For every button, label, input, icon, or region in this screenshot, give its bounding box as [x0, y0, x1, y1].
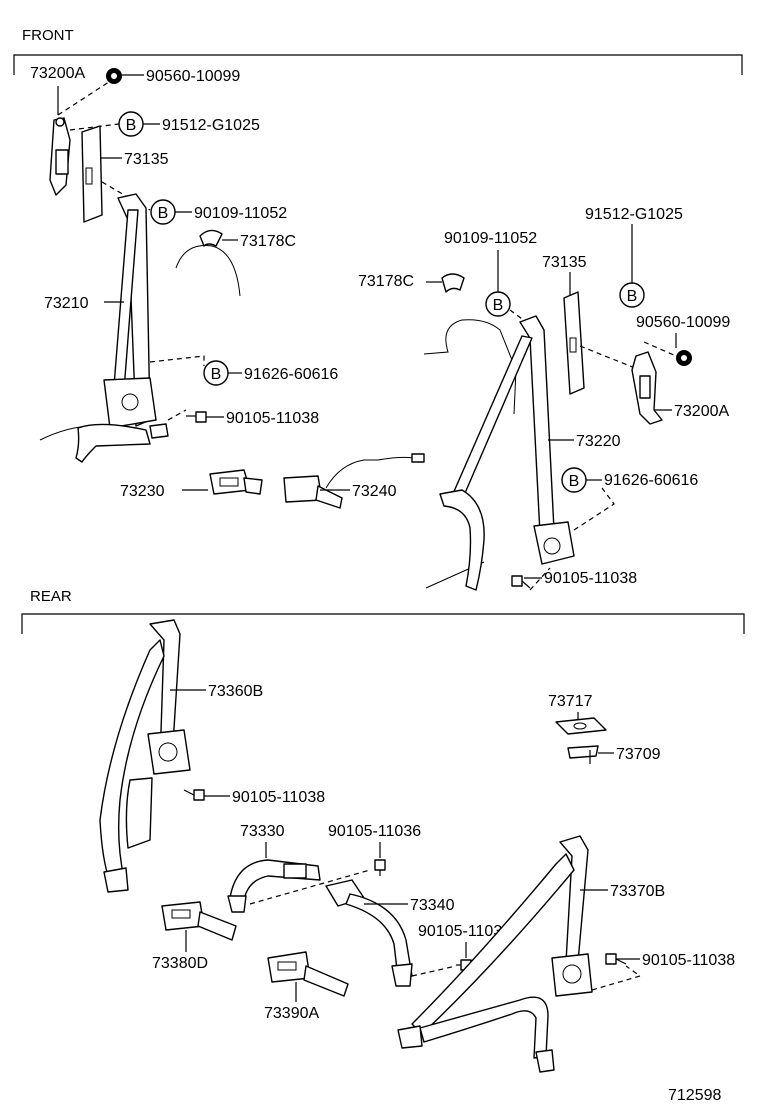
- label-90109-left: 90109-11052: [194, 205, 287, 222]
- dash-b6: [573, 487, 615, 531]
- label-73200A-left: 73200A: [30, 65, 85, 82]
- dash-nut-right: [643, 341, 677, 357]
- part-73370B-belt: [397, 835, 593, 1073]
- label-73390A: 73390A: [264, 1005, 319, 1022]
- cover-hole: [573, 722, 587, 730]
- part-90105-bolt-right: [511, 575, 531, 589]
- dash-b3: [149, 355, 205, 366]
- label-90560-right: 90560-10099: [636, 314, 730, 331]
- b-marker-5: [485, 291, 511, 317]
- part-73230-tongue: [209, 469, 263, 495]
- label-73717: 73717: [548, 693, 593, 710]
- part-73709-bracket: [567, 745, 599, 764]
- label-73135-left: 73135: [124, 151, 169, 168]
- b-marker-4: [619, 282, 645, 308]
- rear-section: REAR 73360B 90105-11038 73330 90105-11: [21, 588, 745, 1104]
- part-73135-right: [563, 291, 585, 395]
- cover-slot-right: [569, 337, 577, 353]
- part-90560-nut-left: [106, 68, 122, 84]
- part-90105-bolt-rear-a: [183, 789, 205, 801]
- dash-bolt-rear-b: [249, 869, 371, 905]
- seat-outline-left-top: [175, 244, 241, 297]
- label-73240: 73240: [352, 483, 397, 500]
- label-91626-left: 91626-60616: [244, 366, 338, 383]
- part-73200A-left: [49, 117, 71, 196]
- part-73717-cover: [555, 717, 607, 735]
- label-90105-11038-a: 90105-11038: [232, 789, 325, 806]
- rear-section-title: REAR: [30, 588, 72, 605]
- label-73230: 73230: [120, 483, 165, 500]
- dash-bolt-rear-d: [591, 965, 642, 991]
- label-73380D: 73380D: [152, 955, 208, 972]
- label-90560-left: 90560-10099: [146, 68, 240, 85]
- dash-b5: [509, 309, 527, 323]
- label-90105-11036-a: 90105-11036: [328, 823, 421, 840]
- part-73178C-right: [441, 273, 465, 293]
- part-90105-bolt-rear-b: [374, 859, 386, 876]
- part-73210-belt: [75, 193, 169, 463]
- label-90105-11036-b: 90105-11036: [418, 923, 511, 940]
- b-marker-1-text: B: [126, 117, 137, 134]
- part-73178C-left: [199, 229, 223, 247]
- label-73709: 73709: [616, 746, 661, 763]
- part-73240-buckle: [283, 453, 425, 509]
- label-73340: 73340: [410, 897, 455, 914]
- label-73220: 73220: [576, 433, 621, 450]
- label-90105-11038-b: 90105-11038: [642, 952, 735, 969]
- part-73360B-belt: [99, 619, 191, 893]
- label-91512-right: 91512-G1025: [585, 206, 683, 223]
- part-73340-belt: [325, 879, 413, 987]
- part-73380D-buckle: [161, 901, 237, 941]
- b-marker-6-text: B: [569, 473, 580, 490]
- label-73210: 73210: [44, 295, 89, 312]
- part-73330-belt: [227, 859, 321, 913]
- label-91512-left: 91512-G1025: [162, 117, 260, 134]
- part-90560-nut-right: [676, 350, 692, 366]
- label-73200A-right: 73200A: [674, 403, 729, 420]
- rear-section-bracket: [21, 613, 745, 634]
- part-73390A-buckle: [267, 951, 349, 997]
- seat-outline-right-top: [423, 319, 517, 415]
- label-73360B: 73360B: [208, 683, 263, 700]
- b-marker-5-text: B: [493, 297, 504, 314]
- leader-73200A-to-nut: [57, 79, 113, 116]
- diagram-id: 712598: [668, 1087, 721, 1104]
- front-section-title: FRONT: [22, 27, 74, 44]
- label-91626-right: 91626-60616: [604, 472, 698, 489]
- b-marker-2-text: B: [158, 205, 169, 222]
- label-73370B: 73370B: [610, 883, 665, 900]
- dash-bolt-right: [529, 567, 551, 591]
- label-73178C-right: 73178C: [358, 273, 414, 290]
- part-73200A-right: [631, 351, 663, 425]
- front-section-bracket: [13, 54, 743, 75]
- cover-slot-left: [85, 167, 93, 185]
- dash-bolt-left: [167, 409, 187, 421]
- part-90105-bolt-left: [186, 411, 207, 423]
- b-marker-4-text: B: [627, 288, 638, 305]
- part-73220-belt: [439, 315, 575, 591]
- label-73178C-left: 73178C: [240, 233, 296, 250]
- label-90105-left: 90105-11038: [226, 410, 319, 427]
- front-section: FRONT 73200A 90560-10099 B 91512-G1025 7…: [13, 27, 743, 591]
- label-73330: 73330: [240, 823, 285, 840]
- label-90109-right: 90109-11052: [444, 230, 537, 247]
- label-73135-right: 73135: [542, 254, 587, 271]
- dash-cover-right: [579, 345, 641, 371]
- label-90105-right: 90105-11038: [544, 570, 637, 587]
- b-marker-3-text: B: [211, 366, 222, 383]
- dash-bolt-rear-c: [411, 965, 457, 977]
